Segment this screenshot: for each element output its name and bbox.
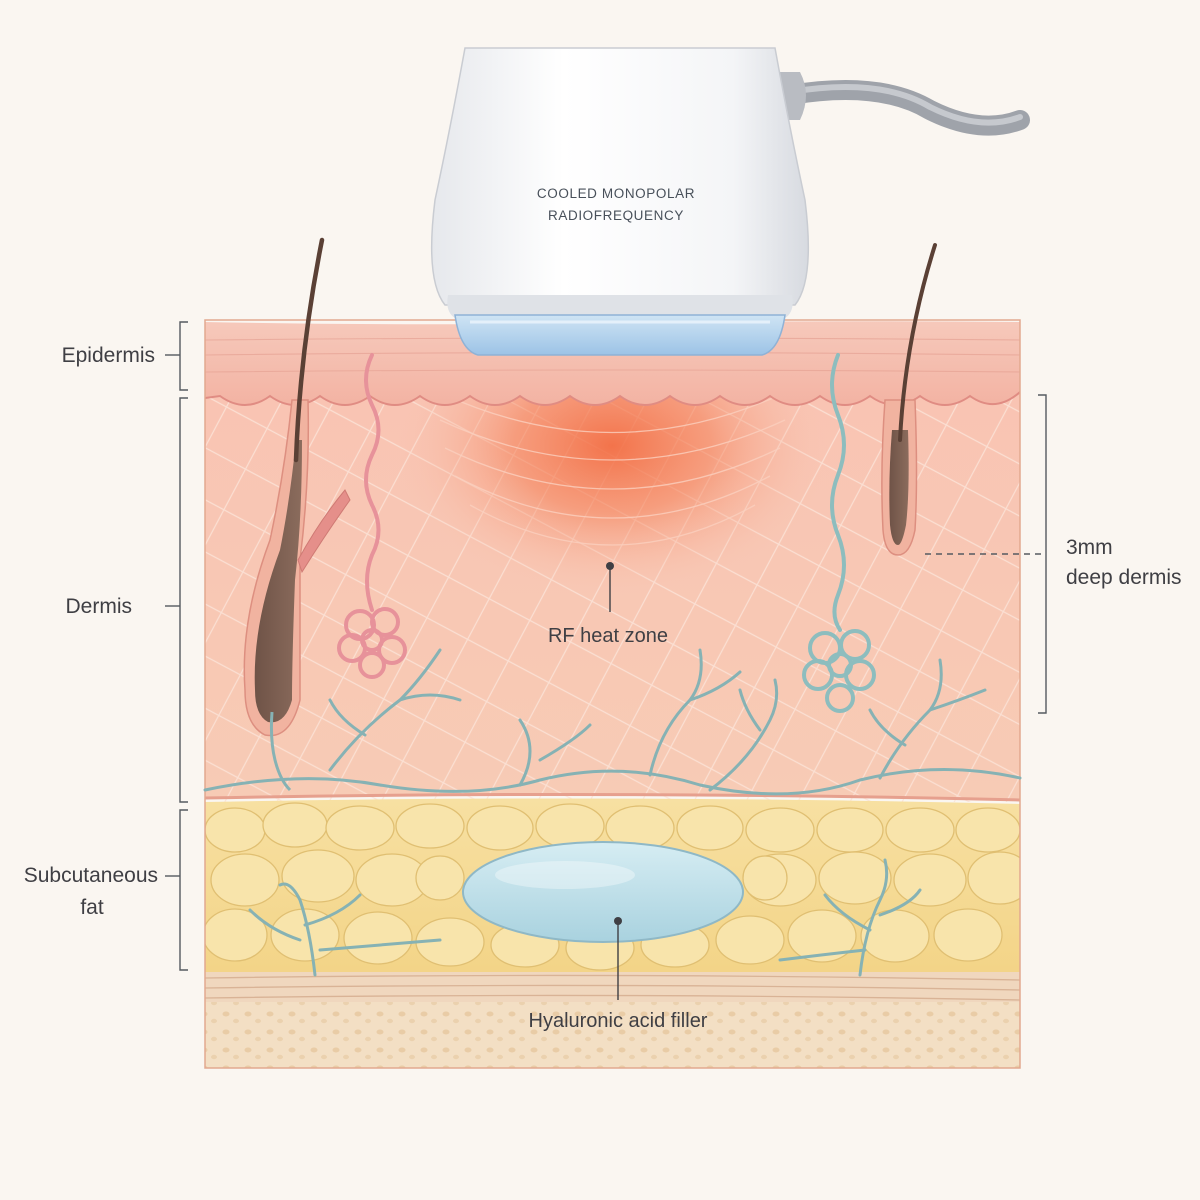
device-label-line2: RADIOFREQUENCY bbox=[548, 208, 684, 223]
sweat-gland-left bbox=[337, 353, 407, 679]
hair-shaft-right bbox=[898, 243, 937, 442]
dermal-vessels bbox=[203, 648, 1022, 796]
hair-follicle-left bbox=[243, 237, 351, 792]
filler-pointer bbox=[614, 917, 622, 1000]
hair-bulb-right bbox=[889, 430, 909, 545]
papilla-vessel-left bbox=[269, 711, 292, 792]
arrector-muscle bbox=[297, 489, 351, 574]
label-subcutaneous: Subcutaneous bbox=[24, 864, 158, 887]
device-cooling-tip bbox=[454, 314, 786, 356]
label-fat: fat bbox=[80, 896, 104, 919]
epidermis-layer bbox=[205, 321, 1020, 405]
fascia-lines bbox=[205, 974, 1020, 1001]
dermis-fat-boundary bbox=[205, 792, 1020, 802]
fat-cells bbox=[205, 802, 1020, 971]
depth-bracket bbox=[925, 394, 1047, 714]
left-brackets bbox=[165, 321, 188, 971]
device-cable-highlight bbox=[787, 84, 1023, 126]
device-body bbox=[430, 47, 810, 306]
epidermis-basal-line bbox=[205, 391, 1020, 406]
rf-device-handpiece: COOLED MONOPOLAR RADIOFREQUENCY bbox=[430, 47, 1030, 356]
hair-bulb-left bbox=[254, 440, 302, 723]
label-depth-layer: deep dermis bbox=[1066, 566, 1182, 589]
fat-vessels bbox=[248, 858, 922, 977]
label-epidermis: Epidermis bbox=[62, 344, 155, 367]
device-base-ring bbox=[447, 295, 793, 318]
label-hyaluronic-acid-filler: Hyaluronic acid filler bbox=[529, 1010, 708, 1032]
base-tissue-texture bbox=[205, 1002, 1020, 1068]
label-dermis: Dermis bbox=[66, 595, 133, 618]
hair-follicle-right bbox=[881, 243, 937, 556]
sweat-gland-right bbox=[802, 353, 876, 713]
hyaluronic-acid-filler bbox=[462, 841, 744, 943]
device-label-line1: COOLED MONOPOLAR bbox=[537, 186, 695, 201]
hair-shaft-left bbox=[293, 237, 325, 463]
label-depth-value: 3mm bbox=[1066, 536, 1113, 559]
heat-zone-pointer bbox=[606, 562, 614, 612]
heat-rings bbox=[439, 394, 786, 546]
label-rf-heat-zone: RF heat zone bbox=[548, 625, 668, 647]
filler-highlight bbox=[495, 861, 635, 889]
